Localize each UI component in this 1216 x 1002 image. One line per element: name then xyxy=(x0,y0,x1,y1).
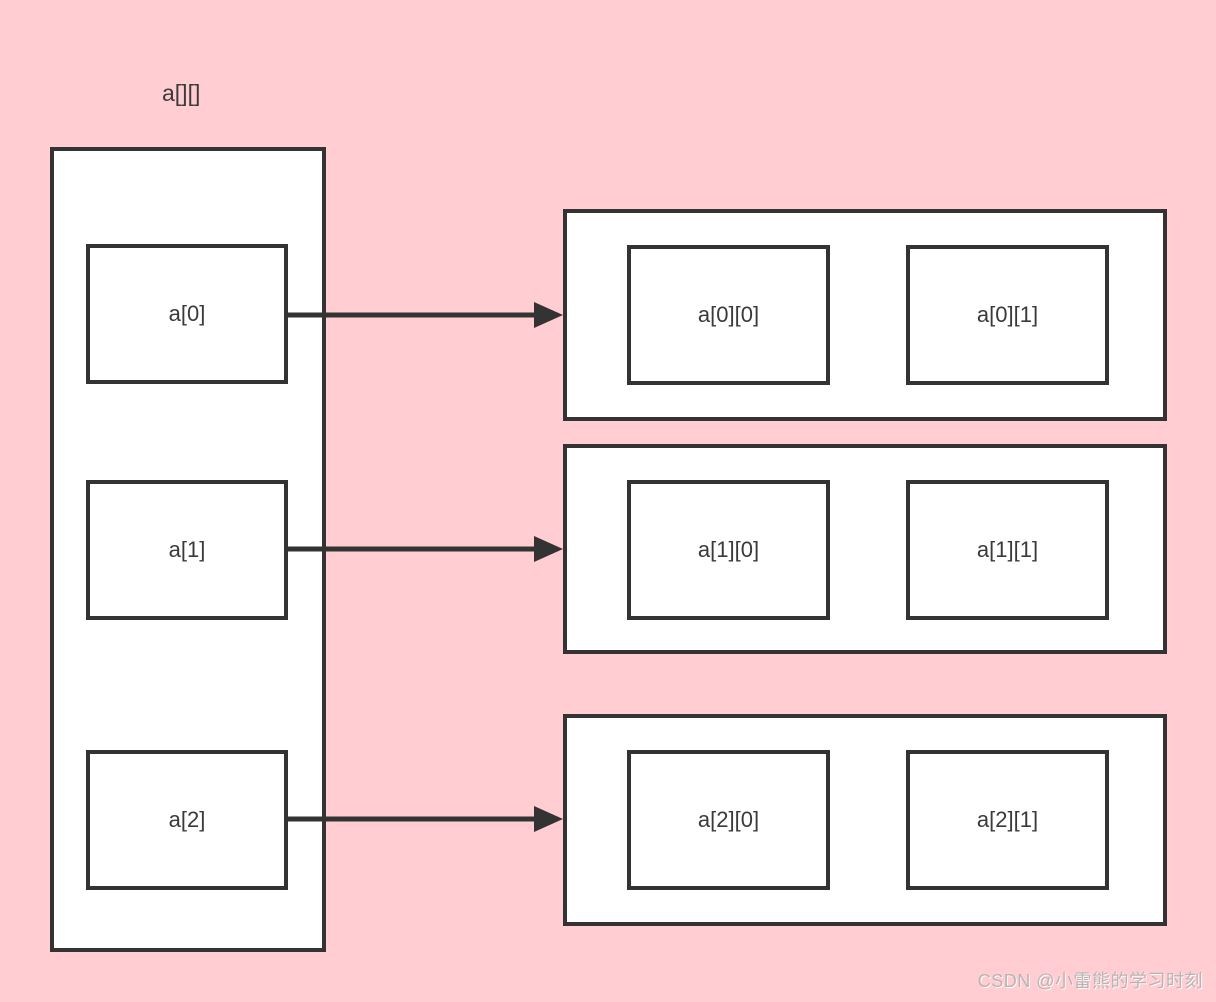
cell-box-a1-1-label: a[1][1] xyxy=(976,537,1039,562)
array-title-label: a[][] xyxy=(162,80,201,106)
row-container-1: a[1][0] a[1][1] xyxy=(563,444,1167,654)
arrow-a0-to-row0 xyxy=(288,302,563,328)
pointer-box-a1: a[1] xyxy=(86,480,288,620)
cell-box-a0-1-label: a[0][1] xyxy=(976,302,1039,327)
pointer-box-a0-label: a[0] xyxy=(168,301,206,326)
cell-box-a2-0-label: a[2][0] xyxy=(697,807,760,832)
cell-box-a0-0: a[0][0] xyxy=(627,245,830,385)
pointer-box-a2: a[2] xyxy=(86,750,288,890)
cell-box-a0-0-label: a[0][0] xyxy=(697,302,760,327)
cell-box-a2-1: a[2][1] xyxy=(906,750,1109,890)
cell-box-a1-1: a[1][1] xyxy=(906,480,1109,620)
cell-box-a2-1-label: a[2][1] xyxy=(976,807,1039,832)
arrow-a1-to-row1 xyxy=(288,536,563,562)
cell-box-a2-0: a[2][0] xyxy=(627,750,830,890)
arrow-a2-to-row2 xyxy=(288,806,563,832)
pointer-box-a1-label: a[1] xyxy=(168,537,206,562)
outer-array-container: a[0] a[1] a[2] xyxy=(50,147,326,952)
pointer-box-a0: a[0] xyxy=(86,244,288,384)
cell-box-a1-0-label: a[1][0] xyxy=(697,537,760,562)
row-container-2: a[2][0] a[2][1] xyxy=(563,714,1167,926)
cell-box-a1-0: a[1][0] xyxy=(627,480,830,620)
cell-box-a0-1: a[0][1] xyxy=(906,245,1109,385)
row-container-0: a[0][0] a[0][1] xyxy=(563,209,1167,421)
csdn-watermark: CSDN @小雷熊的学习时刻 xyxy=(977,971,1203,991)
pointer-box-a2-label: a[2] xyxy=(168,807,206,832)
